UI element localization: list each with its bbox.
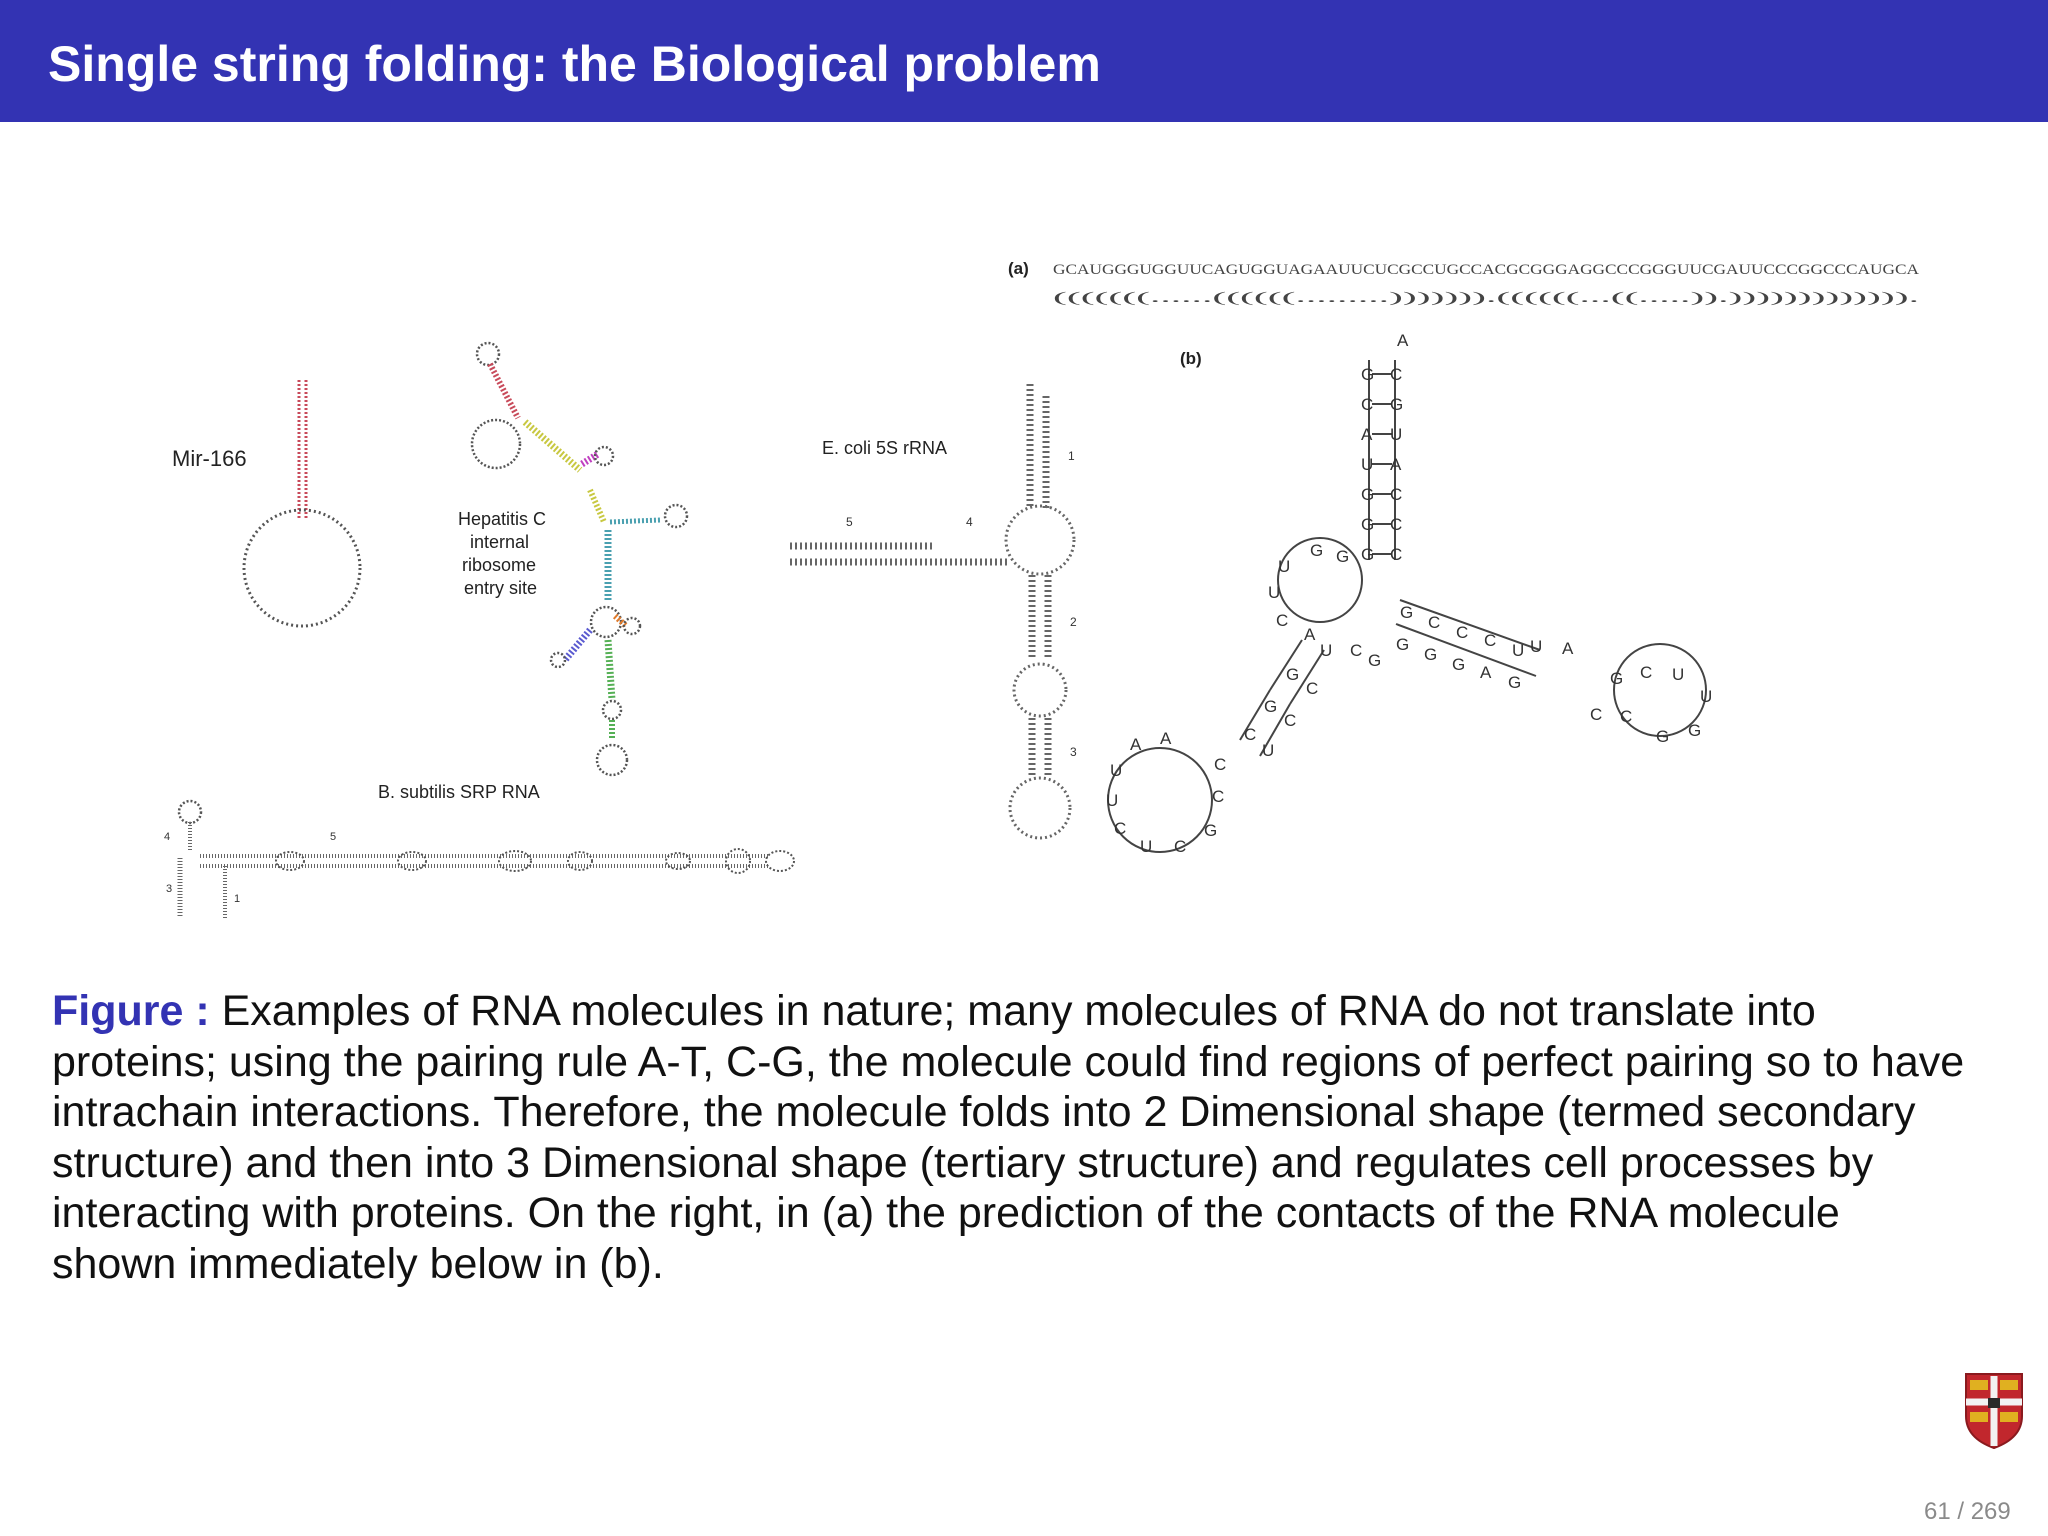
- svg-text:G: G: [1688, 721, 1701, 740]
- svg-text:2: 2: [1070, 615, 1077, 629]
- dot-bracket: (((((((......((((((.........))))))).((((…: [1053, 290, 1919, 306]
- svg-text:G: G: [1361, 515, 1374, 534]
- slide-header: Single string folding: the Biological pr…: [0, 0, 2048, 122]
- svg-text:G: G: [1361, 485, 1374, 504]
- svg-text:U: U: [1530, 637, 1542, 656]
- svg-text:U: U: [1512, 641, 1524, 660]
- panel-b-label: (b): [1180, 349, 1202, 368]
- svg-text:A: A: [1304, 625, 1316, 644]
- svg-text:4: 4: [164, 831, 170, 843]
- svg-text:G: G: [1310, 541, 1323, 560]
- svg-text:3: 3: [166, 883, 172, 895]
- svg-text:C: C: [1214, 755, 1226, 774]
- svg-text:U: U: [1110, 761, 1122, 780]
- svg-text:3: 3: [1070, 745, 1077, 759]
- svg-text:G: G: [1361, 365, 1374, 384]
- slide-title: Single string folding: the Biological pr…: [48, 36, 1101, 92]
- ecoli-label: E. coli 5S rRNA: [822, 438, 947, 458]
- svg-text:4: 4: [966, 515, 973, 529]
- hep-label-2: internal: [470, 532, 529, 552]
- svg-text:G: G: [1390, 395, 1403, 414]
- svg-text:G: G: [1286, 665, 1299, 684]
- svg-text:C: C: [1484, 631, 1496, 650]
- panel-a: (a) GCAUGGGUGGUUCAGUGGUAGAAUUCUCGCCUGCCA…: [1008, 259, 1919, 306]
- svg-text:5: 5: [330, 831, 336, 843]
- figure-caption-text: Examples of RNA molecules in nature; man…: [52, 987, 1965, 1288]
- svg-text:C: C: [1244, 725, 1256, 744]
- svg-text:1: 1: [234, 893, 240, 905]
- svg-text:U: U: [1390, 425, 1402, 444]
- svg-text:G: G: [1656, 727, 1669, 746]
- svg-text:C: C: [1390, 515, 1402, 534]
- rna-sequence: GCAUGGGUGGUUCAGUGGUAGAAUUCUCGCCUGCCACGCG…: [1053, 262, 1919, 278]
- svg-text:C: C: [1456, 623, 1468, 642]
- svg-text:G: G: [1336, 547, 1349, 566]
- svg-text:C: C: [1361, 395, 1373, 414]
- svg-text:G: G: [1508, 673, 1521, 692]
- svg-text:C: C: [1428, 613, 1440, 632]
- svg-text:G: G: [1204, 821, 1217, 840]
- university-crest-logo: [1965, 1373, 2023, 1450]
- svg-text:C: C: [1276, 611, 1288, 630]
- svg-text:C: C: [1620, 707, 1632, 726]
- svg-text:U: U: [1268, 583, 1280, 602]
- svg-text:C: C: [1390, 365, 1402, 384]
- svg-text:C: C: [1640, 663, 1652, 682]
- svg-text:G: G: [1400, 603, 1413, 622]
- svg-text:G: G: [1264, 697, 1277, 716]
- svg-text:U: U: [1361, 455, 1373, 474]
- svg-text:C: C: [1284, 711, 1296, 730]
- rna-figure: Mir-166 Hepatitis C internal ribosome en…: [164, 259, 1919, 920]
- svg-text:U: U: [1140, 837, 1152, 856]
- svg-text:U: U: [1700, 687, 1712, 706]
- svg-text:A: A: [1160, 729, 1172, 748]
- svg-text:U: U: [1320, 641, 1332, 660]
- mir-166-structure: Mir-166: [172, 380, 362, 628]
- svg-text:C: C: [1114, 819, 1126, 838]
- svg-text:C: C: [1212, 787, 1224, 806]
- svg-text:A: A: [1562, 639, 1574, 658]
- hep-label-4: entry site: [464, 578, 537, 598]
- svg-text:U: U: [1262, 741, 1274, 760]
- srp-label: B. subtilis SRP RNA: [378, 782, 540, 802]
- svg-text:5: 5: [846, 515, 853, 529]
- svg-text:A: A: [1397, 331, 1409, 350]
- svg-text:G: G: [1452, 655, 1465, 674]
- svg-text:C: C: [1390, 485, 1402, 504]
- svg-text:A: A: [1390, 455, 1402, 474]
- svg-text:A: A: [1361, 425, 1373, 444]
- svg-text:C: C: [1306, 679, 1318, 698]
- svg-text:A: A: [1480, 663, 1492, 682]
- svg-text:G: G: [1368, 651, 1381, 670]
- svg-text:C: C: [1350, 641, 1362, 660]
- svg-text:G: G: [1610, 669, 1623, 688]
- svg-text:1: 1: [1068, 449, 1075, 463]
- panel-a-label: (a): [1008, 259, 1029, 278]
- hep-label-3: ribosome: [462, 555, 536, 575]
- figure-caption-label: Figure :: [52, 987, 210, 1035]
- srp-rna-structure: B. subtilis SRP RNA 4 3 1 5: [164, 782, 795, 920]
- mir-166-label: Mir-166: [172, 446, 247, 471]
- svg-text:A: A: [1130, 735, 1142, 754]
- ecoli-5s-structure: E. coli 5S rRNA 1 5 4 2 3: [790, 384, 1077, 840]
- hepatitis-c-structure: Hepatitis C internal ribosome entry site: [458, 341, 689, 777]
- svg-text:C: C: [1174, 837, 1186, 856]
- svg-text:U: U: [1672, 665, 1684, 684]
- hep-label-1: Hepatitis C: [458, 509, 546, 529]
- svg-text:C: C: [1590, 705, 1602, 724]
- page-number: 61 / 269: [1924, 1498, 2011, 1525]
- svg-text:G: G: [1396, 635, 1409, 654]
- svg-text:U: U: [1278, 557, 1290, 576]
- svg-text:U: U: [1106, 791, 1118, 810]
- svg-text:C: C: [1390, 545, 1402, 564]
- svg-text:G: G: [1361, 545, 1374, 564]
- svg-text:G: G: [1424, 645, 1437, 664]
- figure-caption: Figure : Examples of RNA molecules in na…: [52, 986, 1972, 1289]
